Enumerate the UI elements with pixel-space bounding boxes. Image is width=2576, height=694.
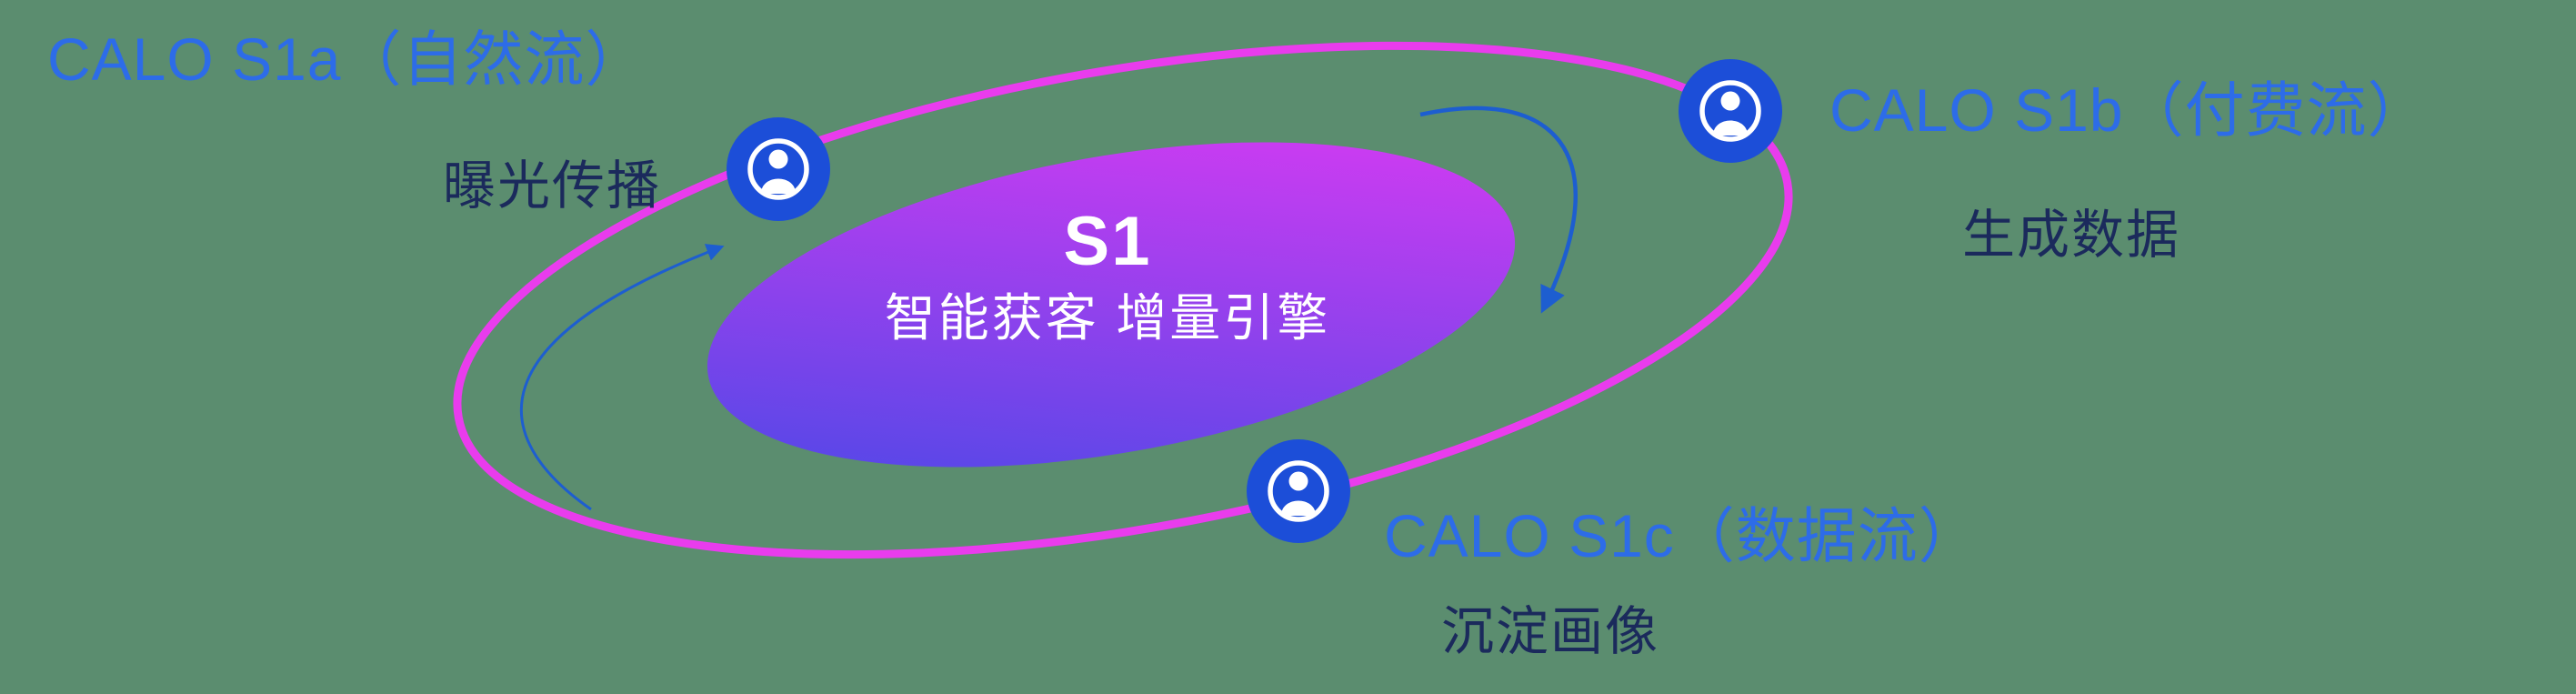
center-title: S1 [1063, 203, 1152, 280]
node-s1a-title: CALO S1a（自然流） [47, 25, 647, 93]
arrow-top-right-curve [1419, 106, 1578, 314]
center-subtitle: 智能获客 增量引擎 [884, 289, 1331, 347]
node-s1a-subtitle: 曝光传播 [443, 156, 662, 216]
node-s1b-title: CALO S1b（付费流） [1829, 76, 2429, 144]
user-icon [727, 117, 830, 221]
node-s1c-subtitle: 沉淀画像 [1441, 602, 1660, 661]
arrow-left-curve [519, 244, 725, 511]
center-ellipse [707, 142, 1516, 468]
user-icon [1247, 439, 1350, 543]
node-s1c-title: CALO S1c（数据流） [1384, 502, 1980, 569]
user-icon [1679, 59, 1782, 163]
node-s1b-subtitle: 生成数据 [1962, 206, 2181, 265]
orbit-ellipse [453, 41, 1793, 559]
